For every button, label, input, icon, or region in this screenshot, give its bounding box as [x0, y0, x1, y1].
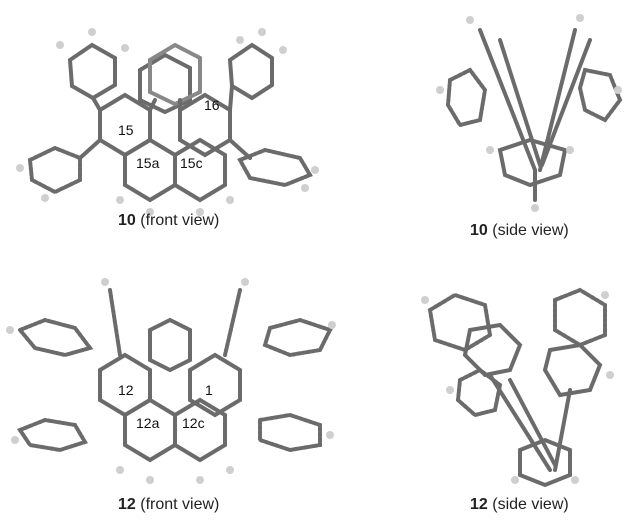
compound-number: 10 — [118, 212, 136, 229]
compound-number: 10 — [470, 222, 488, 239]
molecule-10-front-view: 15 16 15a 15c — [0, 0, 330, 250]
view-label: (side view) — [492, 222, 569, 239]
ring-label-15: 15 — [118, 122, 134, 138]
caption-10-side: 10 (side view) — [470, 222, 569, 240]
molecule-10-front-structure: 15 16 15a 15c — [16, 28, 319, 216]
molecule-12-side-structure — [421, 287, 614, 488]
ring-label-16: 16 — [204, 97, 220, 113]
molecule-12-side-view — [410, 270, 624, 500]
view-label: (side view) — [492, 496, 569, 513]
view-label: (front view) — [140, 496, 220, 513]
ring-label-12: 12 — [118, 382, 134, 398]
molecule-12-front-view: 12 1 12a 12c — [0, 270, 340, 500]
center-label-12a: 12a — [136, 415, 160, 431]
caption-10-front: 10 (front view) — [118, 212, 219, 230]
molecule-10-side-view — [430, 0, 624, 240]
center-label-12c: 12c — [182, 415, 205, 431]
ring-label-1: 1 — [205, 382, 213, 398]
molecule-12-front-structure: 12 1 12a 12c — [6, 278, 336, 484]
caption-12-side: 12 (side view) — [470, 496, 569, 514]
compound-number: 12 — [118, 496, 136, 513]
compound-number: 12 — [470, 496, 488, 513]
caption-12-front: 12 (front view) — [118, 496, 219, 514]
molecule-10-side-structure — [436, 14, 623, 212]
center-label-15c: 15c — [180, 155, 203, 171]
center-label-15a: 15a — [136, 155, 160, 171]
view-label: (front view) — [140, 212, 220, 229]
